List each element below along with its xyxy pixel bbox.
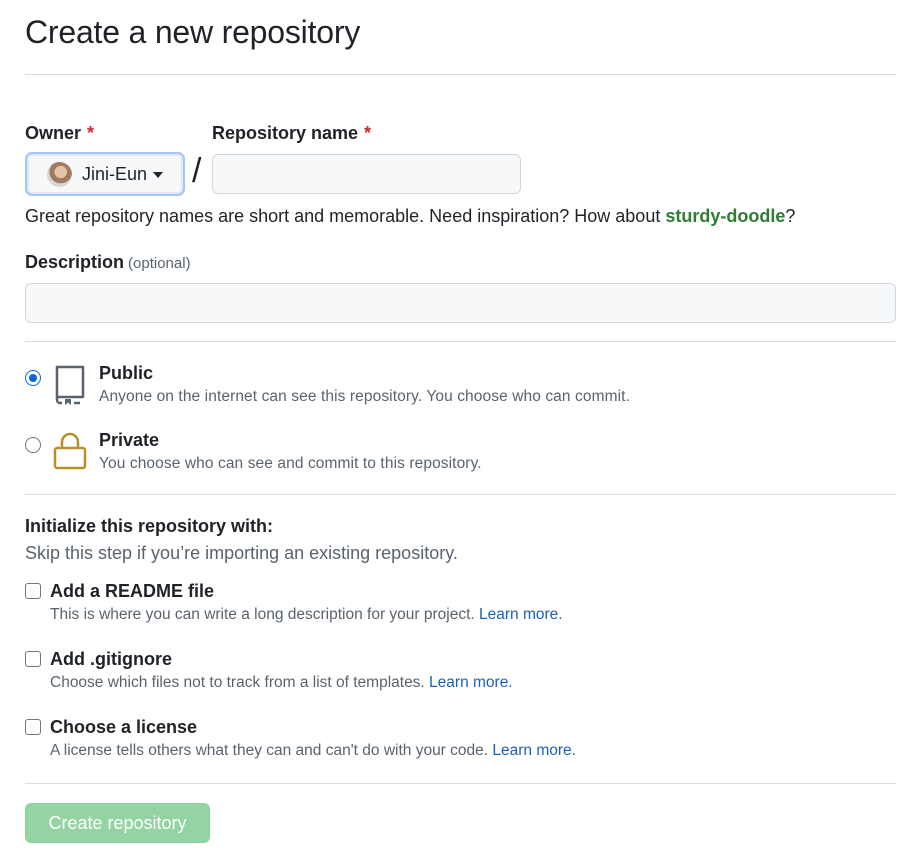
required-mark: * [87,123,95,143]
gitignore-title: Add .gitignore [50,649,172,669]
public-title: Public [99,363,154,383]
readme-learn-more-link[interactable]: Learn more. [479,606,563,623]
owner-repo-separator: / [192,152,202,190]
hint-suffix: ? [785,206,796,226]
create-repository-button[interactable]: Create repository [25,803,210,843]
caret-down-icon [153,172,164,178]
license-description-text: A license tells others what they can and… [50,742,493,759]
readme-description-text: This is where you can write a long descr… [50,606,480,623]
readme-checkbox[interactable] [25,583,41,599]
name-suggestion-link[interactable]: sturdy-doodle [665,206,786,226]
owner-dropdown[interactable]: Jini-Eun [25,152,185,196]
hint-text: Great repository names are short and mem… [25,206,666,226]
gitignore-description: Choose which files not to track from a l… [50,674,513,692]
private-description: You choose who can see and commit to thi… [99,455,482,472]
avatar [47,161,72,187]
license-description: A license tells others what they can and… [50,742,576,760]
page-title: Create a new repository [25,14,361,50]
divider [25,74,896,75]
initialize-subtitle: Skip this step if you’re importing an ex… [25,543,458,563]
public-description: Anyone on the internet can see this repo… [99,388,630,405]
owner-value: Jini-Eun [82,163,148,184]
divider [25,494,896,495]
divider [25,341,896,342]
lock-icon [53,432,87,470]
private-radio[interactable] [25,437,41,453]
divider [25,783,896,784]
description-input[interactable] [25,283,896,323]
repo-name-hint: Great repository names are short and mem… [25,206,795,227]
readme-title: Add a README file [50,581,215,601]
public-radio[interactable] [25,370,41,386]
private-title: Private [99,430,160,450]
gitignore-learn-more-link[interactable]: Learn more. [429,674,513,691]
gitignore-description-text: Choose which files not to track from a l… [50,674,430,691]
repo-name-label: Repository name* [212,123,371,144]
readme-description: This is where you can write a long descr… [50,606,563,624]
required-mark: * [364,123,372,143]
repo-name-input[interactable] [212,154,521,194]
license-checkbox[interactable] [25,719,41,735]
repo-icon [55,365,85,405]
license-learn-more-link[interactable]: Learn more. [492,742,576,759]
initialize-title: Initialize this repository with: [25,516,274,536]
description-label-text: Description [25,252,125,272]
owner-label: Owner* [25,123,94,144]
repo-name-label-text: Repository name [212,123,359,143]
gitignore-checkbox[interactable] [25,651,41,667]
owner-label-text: Owner [25,123,82,143]
license-title: Choose a license [50,717,198,737]
description-label: Description(optional) [25,252,191,273]
optional-tag: (optional) [128,255,191,272]
